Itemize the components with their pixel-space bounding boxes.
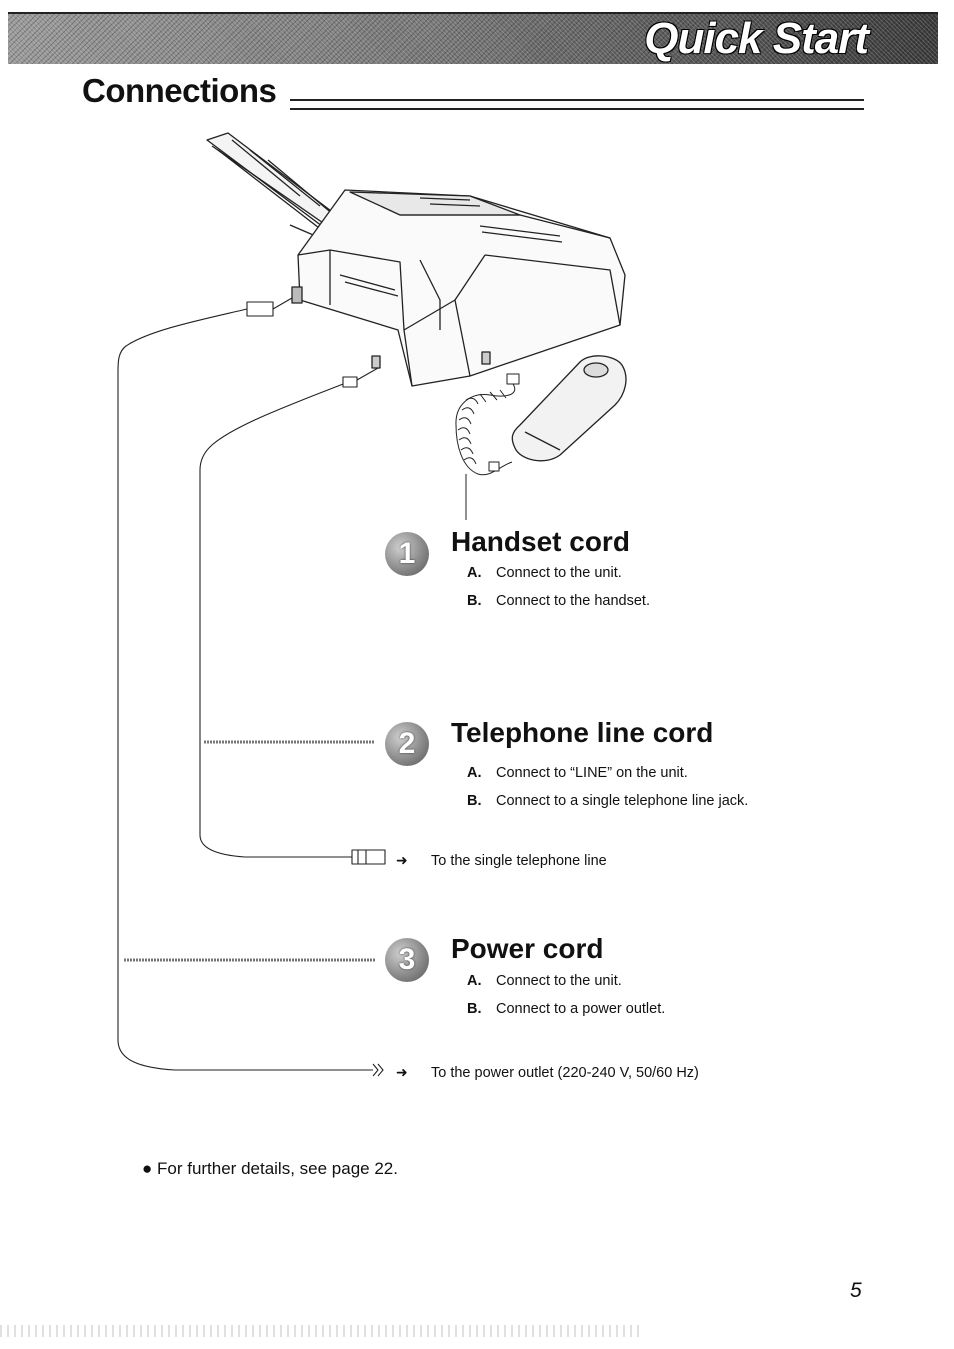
instruction-letter: B. [467, 793, 482, 809]
handset-cord [455, 373, 520, 520]
section-title: Connections [82, 72, 277, 109]
step-3-destination: To the power outlet (220-240 V, 50/60 Hz… [431, 1065, 699, 1081]
step-3-badge: 3 [385, 938, 429, 982]
step-2-destination: To the single telephone line [431, 853, 607, 869]
further-details-note: ● For further details, see page 22. [142, 1159, 398, 1178]
step-1-instruction-b: B. Connect to the handset. [467, 593, 650, 609]
page-number: 5 [850, 1279, 862, 1302]
arrow-right-icon: ➜ [396, 852, 408, 868]
step-3-instruction-a: A. Connect to the unit. [467, 973, 622, 989]
instruction-letter: A. [467, 973, 482, 989]
fax-body [291, 189, 626, 387]
instruction-letter: A. [467, 765, 482, 781]
instruction-text: Connect to “LINE” on the unit. [496, 765, 688, 781]
step-1-title: Handset cord [451, 526, 630, 557]
step-2-instruction-a: A. Connect to “LINE” on the unit. [467, 765, 688, 781]
step-2-instruction-b: B. Connect to a single telephone line jac… [467, 793, 748, 809]
handset [511, 355, 627, 462]
instruction-text: Connect to a power outlet. [496, 1001, 666, 1017]
instruction-letter: A. [467, 565, 482, 581]
header-banner: Quick Start [8, 12, 938, 64]
step-2-badge: 2 [385, 722, 429, 766]
instruction-letter: B. [467, 1001, 482, 1017]
step-3-title: Power cord [451, 933, 604, 964]
instruction-text: Connect to the handset. [496, 593, 650, 609]
step-1-badge: 1 [385, 532, 429, 576]
instruction-text: Connect to a single telephone line jack. [496, 793, 749, 809]
telephone-line-cord [199, 367, 386, 865]
banner-title: Quick Start [644, 14, 869, 63]
scan-artifact [0, 1325, 640, 1337]
step-1-instruction-a: A. Connect to the unit. [467, 565, 622, 581]
power-cord [117, 297, 384, 1077]
title-rule [290, 99, 864, 110]
instruction-text: Connect to the unit. [496, 973, 622, 989]
instruction-letter: B. [467, 593, 482, 609]
step-2-title: Telephone line cord [451, 717, 714, 748]
instruction-text: Connect to the unit. [496, 565, 622, 581]
arrow-right-icon: ➜ [396, 1064, 408, 1080]
step-3-instruction-b: B. Connect to a power outlet. [467, 1001, 665, 1017]
